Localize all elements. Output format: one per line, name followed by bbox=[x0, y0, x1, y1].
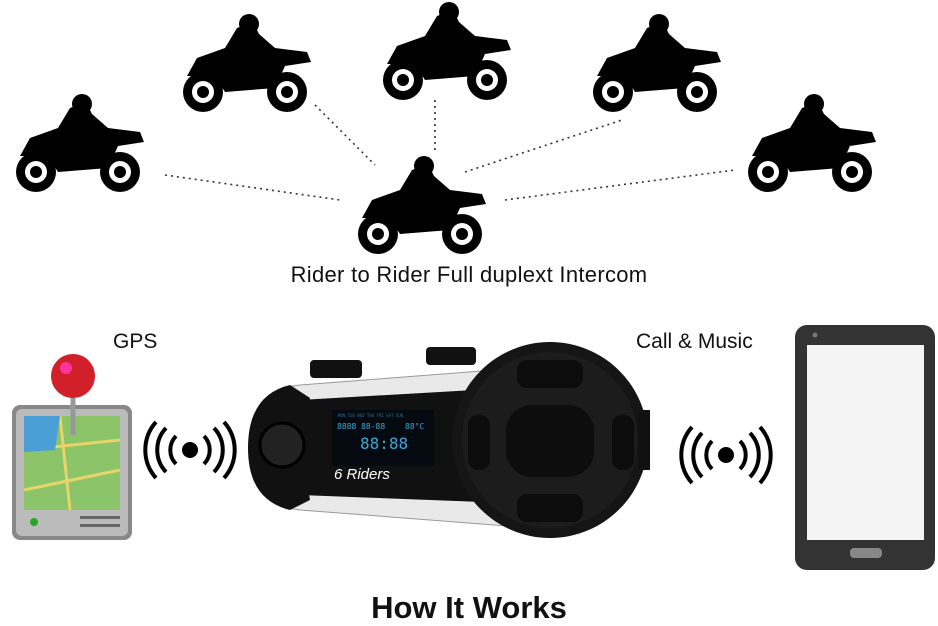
motorcycle-icon bbox=[593, 14, 721, 112]
motorcycle-icon bbox=[358, 156, 486, 254]
intercom-links bbox=[164, 100, 736, 201]
motorcycle-icon bbox=[748, 94, 876, 192]
intercom-device bbox=[248, 342, 650, 538]
device-brand-text: 6 Riders bbox=[334, 466, 390, 483]
link-line bbox=[164, 174, 341, 201]
gps-device-icon bbox=[12, 354, 132, 540]
intercom-caption: Rider to Rider Full duplext Intercom bbox=[290, 262, 648, 287]
lcd-temp: 88°C bbox=[405, 422, 425, 431]
lcd-date: 8888 88-88 bbox=[337, 422, 386, 431]
motorcycle-icon bbox=[16, 94, 144, 192]
lcd-time: 88:88 bbox=[360, 434, 409, 453]
motorcycle-icon bbox=[183, 14, 311, 112]
call-music-label: Call & Music bbox=[636, 330, 753, 353]
gps-label: GPS bbox=[113, 330, 158, 353]
link-line bbox=[314, 104, 376, 166]
page-title: How It Works bbox=[371, 590, 567, 625]
lcd-days: MON TUE WED THU FRI SAT SUN bbox=[338, 413, 404, 418]
wireless-signal-icon bbox=[143, 420, 237, 480]
smartphone-icon bbox=[795, 325, 935, 570]
motorcycle-icon bbox=[383, 2, 511, 100]
link-line bbox=[504, 169, 736, 201]
wireless-signal-icon bbox=[679, 425, 773, 485]
link-line bbox=[464, 119, 623, 173]
